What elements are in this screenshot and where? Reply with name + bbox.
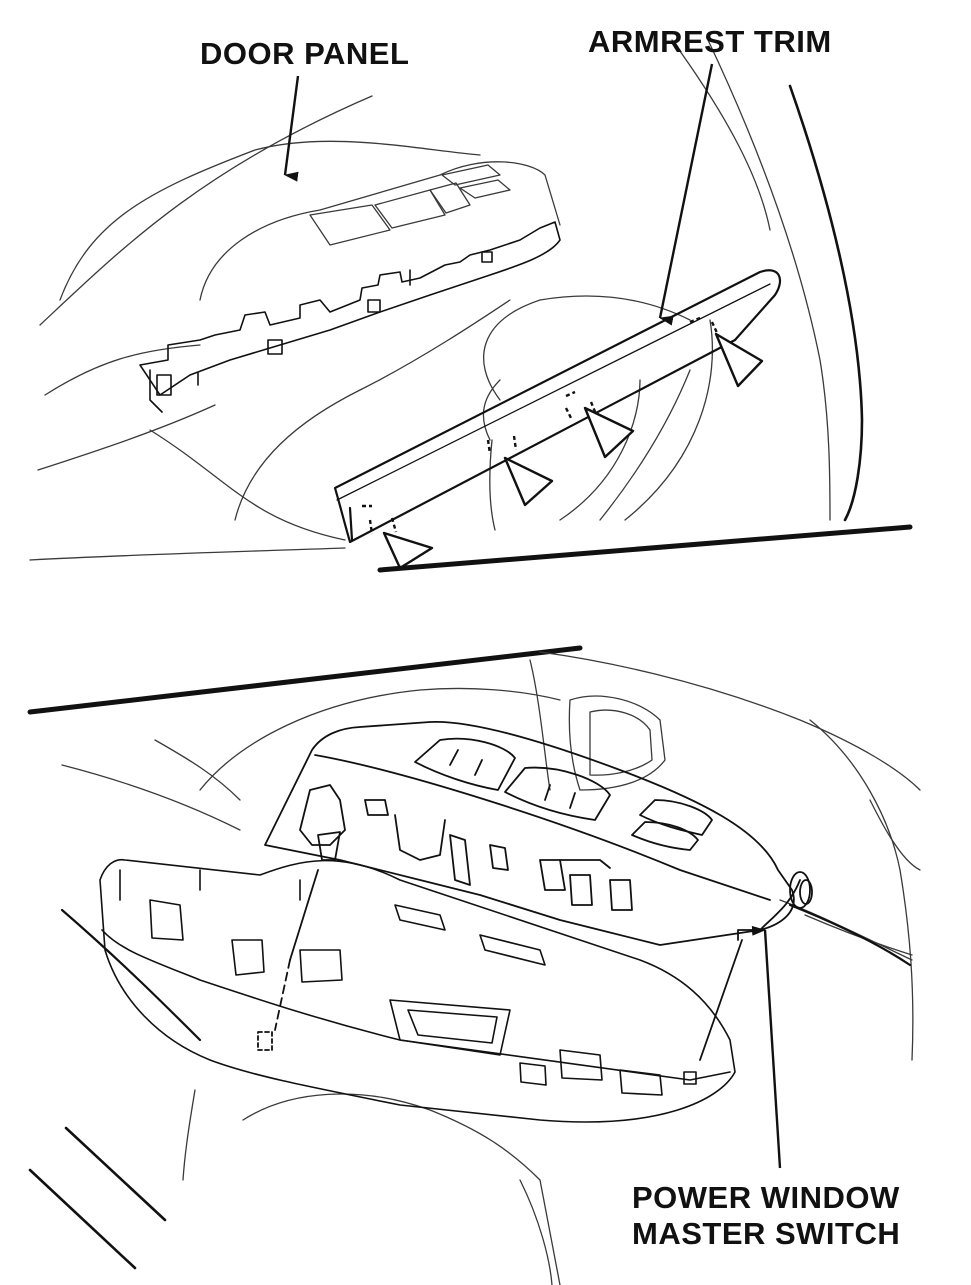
clip-marker-4: [689, 316, 764, 388]
clip-projection: [257, 869, 756, 1061]
armrest-trim-label: ARMREST TRIM: [588, 24, 832, 59]
door-edge-line: [788, 84, 864, 522]
door-panel-label: DOOR PANEL: [200, 36, 410, 71]
door-panel-contour: [29, 39, 831, 561]
armrest-trim-leader: [658, 63, 714, 326]
clip-marker-2: [486, 435, 554, 507]
clip-marker-3: [564, 390, 635, 459]
clip-marker-1: [362, 504, 434, 570]
switch-recess: [199, 161, 561, 301]
master-switch-label-line1: POWER WINDOW: [632, 1180, 900, 1215]
clip-markers: [362, 316, 764, 570]
master-switch-leader: [751, 925, 782, 1169]
master-switch-housing: [264, 720, 801, 946]
master-switch-label-line2: MASTER SWITCH: [632, 1216, 901, 1251]
door-panel-bracket: [139, 221, 561, 413]
door-panel-leader: [283, 75, 300, 182]
top-leaders: [283, 63, 714, 326]
armrest-trim: [333, 269, 782, 544]
door-handle-recess: [568, 695, 666, 791]
bottom-view: [28, 651, 921, 1285]
armrest-tray: [99, 858, 736, 1123]
view-dividers: [27, 524, 913, 715]
switch-connector: [789, 871, 813, 909]
top-view: [29, 39, 864, 561]
